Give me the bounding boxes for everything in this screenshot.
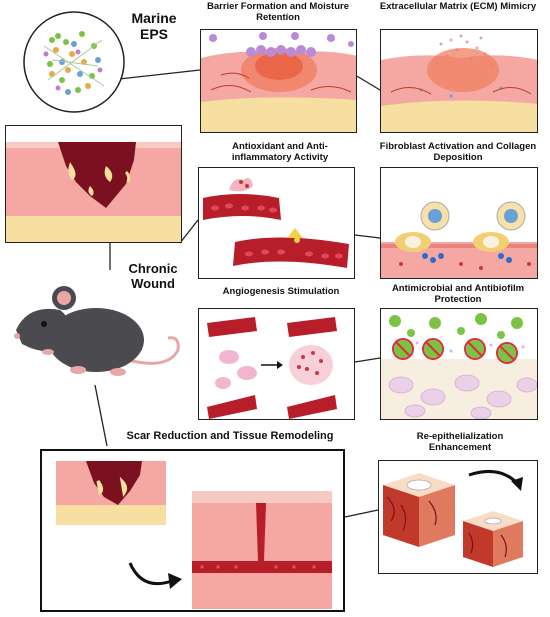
ecm-mimicry-label: Extracellular Matrix (ECM) Mimicry: [379, 1, 537, 12]
reepithelialization-label: Re-epithelialization Enhancement: [416, 431, 504, 453]
barrier-formation-label: Barrier Formation and Moisture Retention: [207, 1, 349, 23]
antioxidant-panel: [198, 167, 355, 279]
angiogenesis-label: Angiogenesis Stimulation: [222, 286, 340, 297]
fibroblast-panel: [380, 167, 538, 279]
reepithelialization-panel: [378, 460, 538, 574]
marine-eps-label: Marine EPS: [131, 10, 177, 43]
ecm-mimicry-panel: [380, 29, 538, 133]
antimicrobial-panel: [380, 308, 538, 420]
antioxidant-label: Antioxidant and Anti-inflammatory Activi…: [231, 141, 329, 163]
barrier-formation-panel: [200, 29, 357, 133]
scar-reduction-panel: [40, 449, 345, 612]
mouse-illustration: [8, 280, 188, 390]
fibroblast-label: Fibroblast Activation and Collagen Depos…: [379, 141, 537, 163]
scar-reduction-label: Scar Reduction and Tissue Remodeling: [126, 430, 334, 442]
antimicrobial-label: Antimicrobial and Antibiofilm Protection: [391, 283, 525, 305]
marine-eps-circle: [22, 10, 126, 114]
chronic-wound-panel: [5, 125, 182, 243]
angiogenesis-panel: [198, 308, 355, 420]
chronic-wound-label: Chronic Wound: [128, 261, 178, 291]
